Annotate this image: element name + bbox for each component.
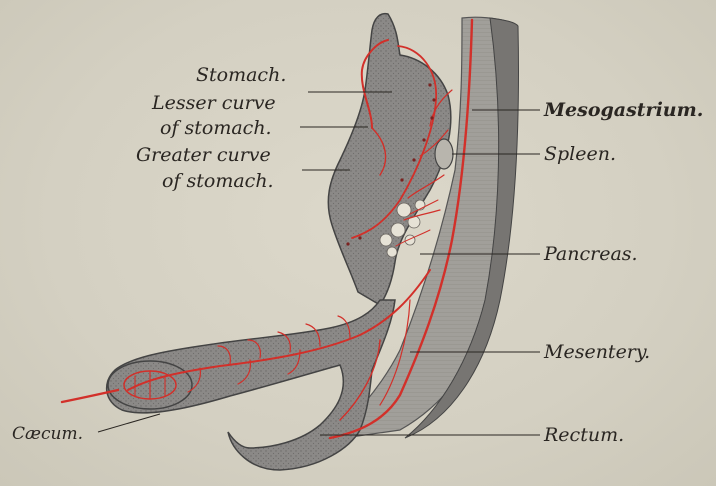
- label-mesentery: Mesentery.: [544, 343, 650, 362]
- label-lesser-curve-line1: Lesser curve: [152, 94, 276, 113]
- label-caecum: Cæcum.: [12, 426, 83, 443]
- spleen: [435, 139, 453, 169]
- label-stomach: Stomach.: [196, 66, 286, 85]
- label-greater-curve-line2: of stomach.: [162, 172, 274, 191]
- label-greater-curve-line1: Greater curve: [136, 146, 271, 165]
- label-mesogastrium: Mesogastrium.: [544, 101, 703, 120]
- label-lesser-curve-line2: of stomach.: [160, 119, 272, 138]
- leader-caecum: [98, 414, 160, 432]
- label-spleen: Spleen.: [544, 145, 616, 164]
- label-pancreas: Pancreas.: [544, 245, 638, 264]
- label-rectum: Rectum.: [544, 426, 624, 445]
